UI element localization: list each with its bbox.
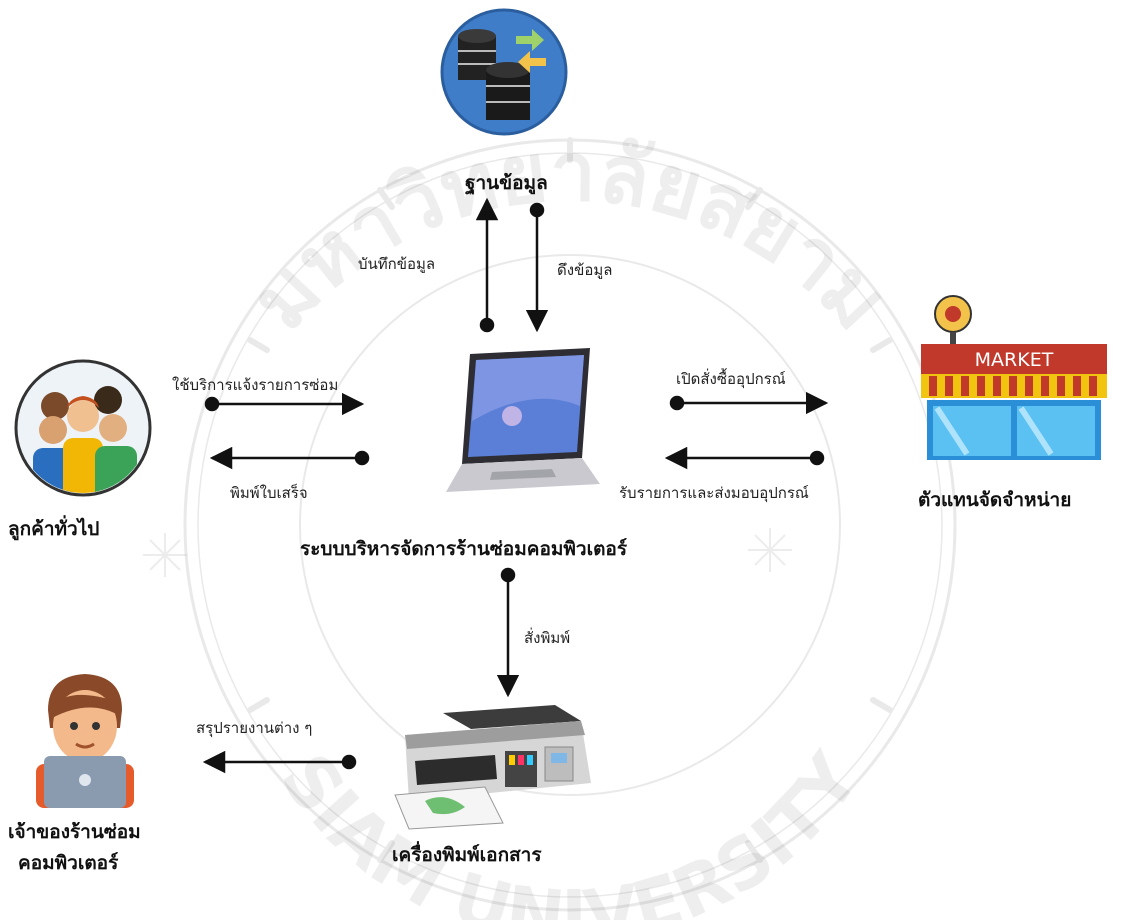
edge-print-receipt <box>209 446 370 470</box>
vendor-label: ตัวแทนจัดจำหน่าย <box>918 489 1072 511</box>
edge-label-print-command: สั่งพิมพ์ <box>524 629 571 647</box>
edge-reports <box>202 750 357 774</box>
system-label: ระบบบริหารจัดการร้านซ่อมคอมพิวเตอร์ <box>300 538 628 560</box>
edge-save-data <box>475 197 499 333</box>
owner-label-line2: คอมพิวเตอร์ <box>18 852 119 874</box>
printer-icon <box>394 705 591 830</box>
edge-print-command <box>496 567 520 698</box>
edge-label-receive-parts: รับรายการและส่งมอบอุปกรณ์ <box>619 484 809 502</box>
edge-fetch-data <box>525 202 549 333</box>
edge-label-customer-request: ใช้บริการแจ้งรายการซ่อม <box>172 376 339 394</box>
edge-receive-parts <box>664 446 825 470</box>
laptop-icon <box>446 348 600 492</box>
edge-order-parts <box>669 391 829 415</box>
edge-label-reports: สรุปรายงานต่าง ๆ <box>196 719 313 737</box>
market-sign-text: MARKET <box>975 349 1054 371</box>
edge-label-print-receipt: พิมพ์ใบเสร็จ <box>230 484 308 502</box>
printer-label: เครื่องพิมพ์เอกสาร <box>392 844 542 866</box>
edge-customer-request <box>204 392 365 416</box>
market-icon: MARKET <box>921 295 1107 460</box>
edge-label-fetch-data: ดึงข้อมูล <box>557 261 613 279</box>
edge-label-save-data: บันทึกข้อมูล <box>358 255 436 273</box>
edge-label-order-parts: เปิดสั่งซื้ออุปกรณ์ <box>676 370 786 388</box>
database-label: ฐานข้อมูล <box>465 172 548 194</box>
customer-label: ลูกค้าทั่วไป <box>8 518 100 540</box>
owner-icon <box>36 674 134 808</box>
database-icon <box>440 8 568 136</box>
customers-icon <box>14 359 152 497</box>
owner-label-line1: เจ้าของร้านซ่อม <box>8 821 141 843</box>
